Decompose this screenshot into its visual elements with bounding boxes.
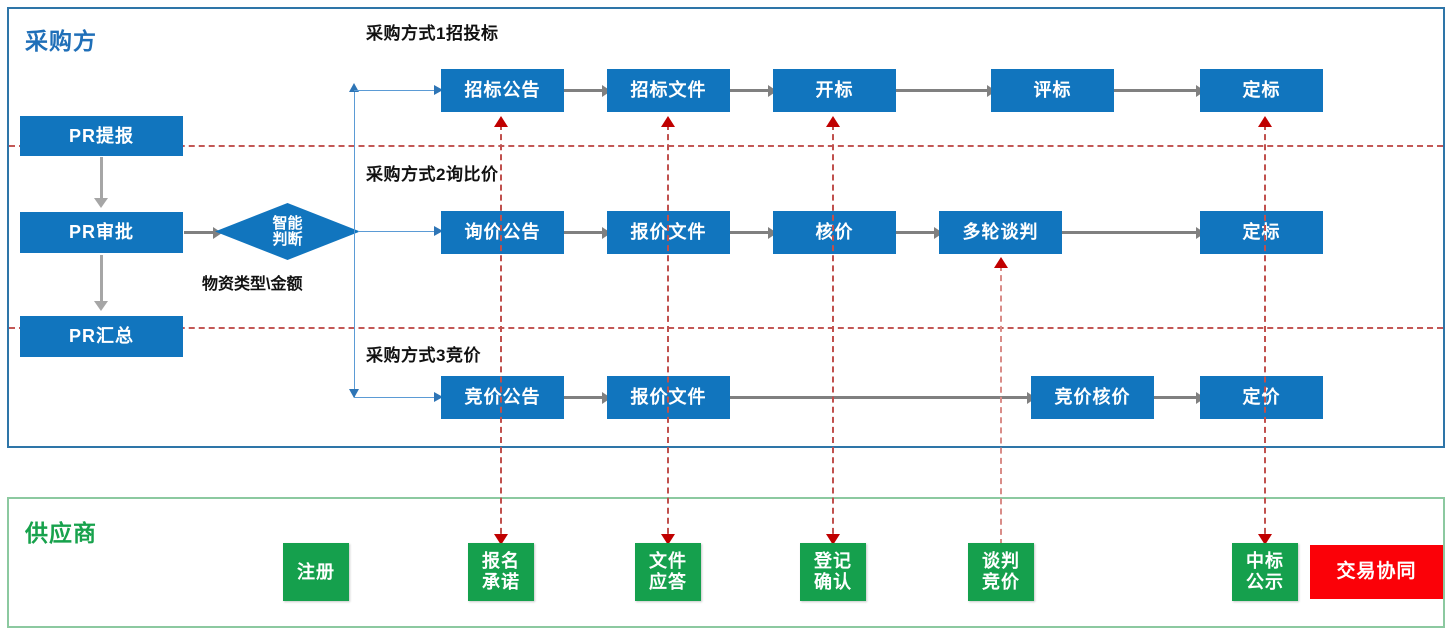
- section-label-3: 采购方式3竞价: [366, 346, 481, 365]
- branch-trunk: [354, 92, 355, 398]
- link-line-doc-response: [667, 124, 669, 544]
- connector-m2-1-2: [564, 231, 605, 234]
- link-line-award: [1264, 124, 1266, 544]
- node-method3-step1[interactable]: 竞价公告: [441, 376, 564, 419]
- connector-m1-2-3: [730, 89, 771, 92]
- supplier-node-label: 文件 应答: [649, 551, 687, 592]
- node-method1-step3[interactable]: 开标: [773, 69, 896, 112]
- connector-m3-3-4: [1154, 396, 1199, 399]
- branch-arrow-row3: [434, 392, 443, 402]
- link-line-confirm: [832, 124, 834, 544]
- node-method2-step4[interactable]: 多轮谈判: [939, 211, 1062, 254]
- node-method2-step3[interactable]: 核价: [773, 211, 896, 254]
- link-arrow-up-doc-response: [661, 116, 675, 127]
- connector-m2-3-4: [896, 231, 937, 234]
- connector-m1-3-4: [896, 89, 990, 92]
- supplier-node-negotiation-bidding[interactable]: 谈判 竞价: [968, 543, 1034, 601]
- supplier-node-label: 报名 承诺: [482, 551, 520, 592]
- method-separator-2: [9, 327, 1443, 329]
- branch-arrow-down: [349, 389, 359, 398]
- node-method3-step3[interactable]: 竞价核价: [1031, 376, 1154, 419]
- connector-m1-4-5: [1114, 89, 1199, 92]
- connector-pr-approve-summary: [100, 255, 103, 303]
- branch-stem-row1: [354, 90, 442, 91]
- node-method1-step5[interactable]: 定标: [1200, 69, 1323, 112]
- decision-caption: 物资类型\金额: [202, 276, 303, 293]
- arrow-right-decision: [213, 227, 222, 239]
- link-arrow-down-award: [1258, 534, 1272, 545]
- arrow-m3-1-2: [602, 392, 611, 404]
- supplier-node-label: 谈判 竞价: [982, 551, 1020, 592]
- node-method2-step5[interactable]: 定标: [1200, 211, 1323, 254]
- branch-stem-row3: [354, 397, 442, 398]
- node-pr-submit[interactable]: PR提报: [20, 116, 183, 156]
- supplier-node-label: 登记 确认: [814, 551, 852, 592]
- arrow-down-pr-summary: [94, 301, 108, 311]
- link-arrow-down-signup: [494, 534, 508, 545]
- node-method1-step1[interactable]: 招标公告: [441, 69, 564, 112]
- supplier-node-label: 注册: [297, 561, 335, 582]
- link-arrow-up-confirm: [826, 116, 840, 127]
- buyer-panel-title: 采购方: [25, 28, 97, 54]
- connector-pr-submit-approve: [100, 157, 103, 200]
- connector-m2-2-3: [730, 231, 771, 234]
- section-label-2: 采购方式2询比价: [366, 165, 499, 184]
- supplier-node-transaction-collaboration[interactable]: 交易协同: [1310, 545, 1443, 599]
- supplier-node-award-announcement[interactable]: 中标 公示: [1232, 543, 1298, 601]
- node-method2-step1[interactable]: 询价公告: [441, 211, 564, 254]
- supplier-panel-title: 供应商: [25, 520, 97, 546]
- link-arrow-down-doc-response: [661, 534, 675, 545]
- section-label-1: 采购方式1招投标: [366, 24, 499, 43]
- supplier-node-signup-commitment[interactable]: 报名 承诺: [468, 543, 534, 601]
- supplier-node-document-response[interactable]: 文件 应答: [635, 543, 701, 601]
- arrow-m2-2-3: [768, 227, 777, 239]
- node-pr-approve[interactable]: PR审批: [20, 212, 183, 253]
- branch-arrow-row1: [434, 85, 443, 95]
- connector-m2-4-5: [1062, 231, 1199, 234]
- branch-arrow-row2: [434, 226, 443, 236]
- arrow-m1-1-2: [602, 85, 611, 97]
- node-method1-step2[interactable]: 招标文件: [607, 69, 730, 112]
- decision-label: 智能 判断: [272, 214, 303, 248]
- connector-m3-1-2: [564, 396, 605, 399]
- link-line-signup: [500, 124, 502, 544]
- link-arrow-up-negotiation: [994, 257, 1008, 268]
- method-separator-1: [9, 145, 1443, 147]
- node-pr-summary[interactable]: PR汇总: [20, 316, 183, 357]
- arrow-m2-1-2: [602, 227, 611, 239]
- branch-stem-row2: [358, 231, 442, 232]
- connector-m1-1-2: [564, 89, 605, 92]
- connector-m3-2-3: [730, 396, 1030, 399]
- supplier-node-register[interactable]: 注册: [283, 543, 349, 601]
- node-method1-step4[interactable]: 评标: [991, 69, 1114, 112]
- link-arrow-down-confirm: [826, 534, 840, 545]
- link-line-negotiation: [1000, 265, 1002, 545]
- arrow-down-pr-approve: [94, 198, 108, 208]
- supplier-node-registration-confirm[interactable]: 登记 确认: [800, 543, 866, 601]
- link-arrow-up-signup: [494, 116, 508, 127]
- node-method3-step4[interactable]: 定价: [1200, 376, 1323, 419]
- supplier-panel: [7, 497, 1445, 628]
- arrow-m2-3-4: [934, 227, 943, 239]
- branch-arrow-up: [349, 83, 359, 92]
- connector-approve-to-decision: [184, 231, 215, 234]
- supplier-node-label: 中标 公示: [1246, 551, 1284, 592]
- link-arrow-up-award: [1258, 116, 1272, 127]
- arrow-m1-2-3: [768, 85, 777, 97]
